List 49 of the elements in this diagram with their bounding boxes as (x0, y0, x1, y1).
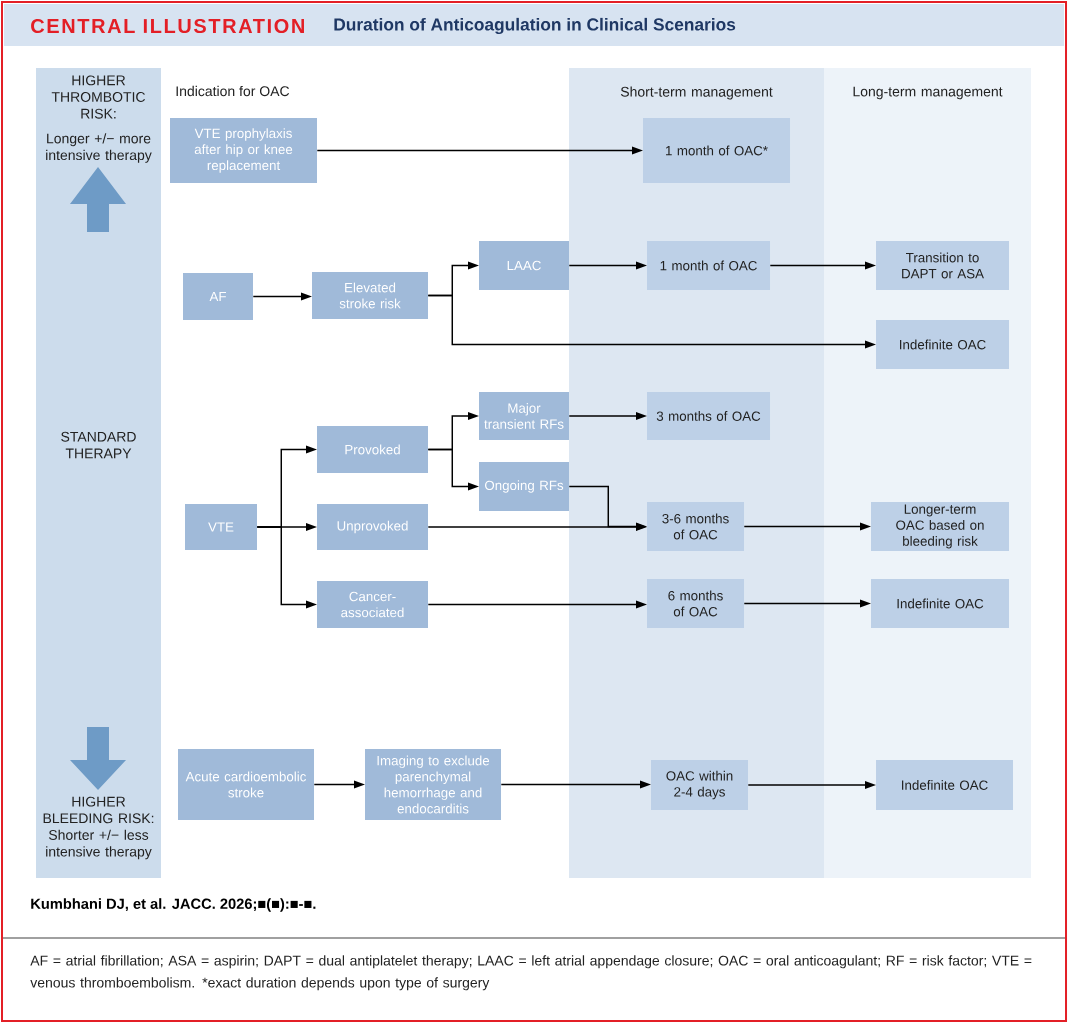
process-box: AF (183, 273, 253, 320)
process-box: 6 months of OAC (647, 579, 744, 628)
process-box: VTE prophylaxis after hip or knee replacement (170, 118, 317, 183)
process-box: 1 month of OAC (647, 241, 770, 290)
process-box: 3 months of OAC (647, 392, 770, 440)
caption: AF = atrial fibrillation; ASA = aspirin; DAPT = dual antiplatelet therapy; LAAC = left atrial appendage closure; OAC = oral anticoagulant; RF = risk factor; VTE = venous thromboembolism. *exact duration depends upon type of surgery (30, 955, 1032, 991)
process-box: Unprovoked (317, 504, 428, 550)
arrow (747, 781, 876, 789)
arrow (568, 261, 647, 270)
arrow (743, 522, 871, 531)
process-box: Elevated stroke risk (312, 272, 428, 319)
process-box: Acute cardioembolic stroke (178, 749, 314, 820)
process-box: Transition to DAPT or ASA (876, 241, 1009, 290)
band-label: STANDARD THERAPY (61, 431, 136, 459)
process-box: Provoked (317, 426, 428, 473)
heading-label: CENTRAL ILLUSTRATION (31, 18, 304, 34)
arrow (568, 412, 647, 420)
process-box: Indefinite OAC (876, 760, 1013, 810)
band-label: HIGHER BLEEDING RISK: Shorter +/− less intensive therapy (43, 796, 154, 860)
arrow (743, 599, 871, 608)
process-box: Longer-term OAC based on bleeding risk (871, 502, 1009, 551)
arrow (256, 526, 317, 609)
arrow (252, 292, 312, 301)
band-label: HIGHER THROMBOTIC RISK: (51, 75, 146, 119)
arrow (313, 780, 365, 789)
band-label: Longer +/− more intensive therapy (46, 133, 152, 163)
arrow (427, 294, 876, 349)
arrow (316, 146, 643, 155)
column-header: Long-term management (853, 86, 1003, 100)
process-box: Indefinite OAC (871, 579, 1009, 628)
process-box: OAC within 2-4 days (651, 760, 748, 810)
arrow (427, 523, 647, 531)
process-box: VTE (185, 504, 257, 550)
column-header: Indication for OAC (176, 85, 290, 97)
process-box: Major transient RFs (479, 392, 569, 440)
title: Duration of Anticoagulation in Clinical Scenarios (334, 17, 736, 35)
arrow (427, 448, 479, 491)
process-box: LAAC (479, 241, 569, 290)
arrow (769, 261, 876, 270)
arrow (500, 780, 651, 789)
citation: Kumbhani DJ, et al. JACC. 2026;■(■):■-■. (31, 898, 316, 912)
process-box: Cancer-associated (317, 581, 428, 628)
arrow (427, 600, 647, 609)
column-header: Short-term management (620, 86, 773, 100)
process-box: 1 month of OAC* (643, 118, 790, 183)
process-box: Indefinite OAC (876, 320, 1009, 369)
process-box: Ongoing RFs (479, 462, 569, 511)
process-box: Imaging to exclude parenchymal hemorrhage and endocarditis (365, 749, 501, 820)
process-box: 3-6 months of OAC (647, 502, 744, 551)
